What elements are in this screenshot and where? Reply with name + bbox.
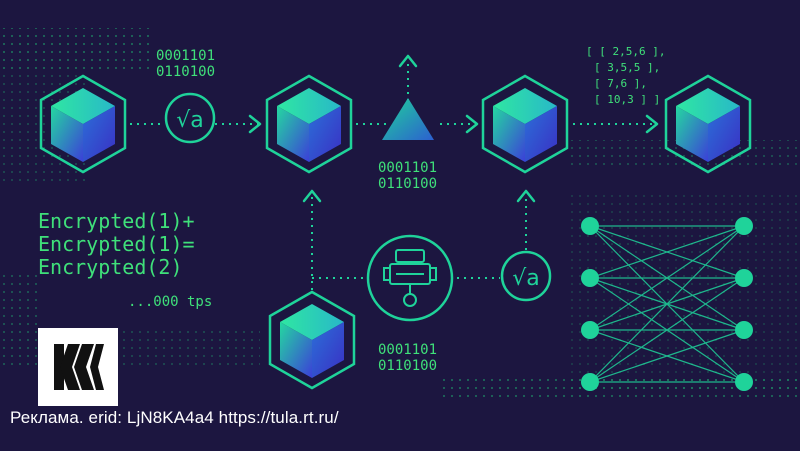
connection-lines	[130, 60, 655, 290]
sqrt-function-icon: √a	[164, 92, 216, 144]
svg-text:√a: √a	[176, 108, 204, 133]
binary-code: 0001101	[378, 160, 437, 176]
binary-code: 0001101	[378, 342, 437, 358]
neural-network-icon	[581, 217, 753, 391]
binary-code: 0110100	[156, 64, 215, 80]
cube-icon	[481, 74, 569, 174]
triangle-icon	[382, 98, 434, 140]
cube-icon	[268, 290, 356, 390]
svg-text:√a: √a	[512, 266, 540, 291]
equation-line: Encrypted(1)=	[38, 232, 195, 256]
ad-disclaimer[interactable]: Реклама. erid: LjN8KA4a4 https://tula.rt…	[10, 408, 339, 427]
equation-line: Encrypted(2)	[38, 255, 183, 279]
cube-icon	[265, 74, 353, 174]
binary-code: 0110100	[378, 176, 437, 192]
binary-code: 0110100	[378, 358, 437, 374]
logo-k-icon	[38, 328, 118, 406]
robot-database-icon	[366, 234, 454, 322]
sqrt-function-icon: √a	[500, 250, 552, 302]
matrix-text: [ 3,5,5 ],	[594, 61, 660, 74]
matrix-text: [ 10,3 ] ]	[594, 93, 660, 106]
matrix-text: [ 7,6 ],	[594, 77, 647, 90]
binary-code: 0001101	[156, 48, 215, 64]
throughput-text: ...000 tps	[128, 294, 212, 310]
equation-line: Encrypted(1)+	[38, 209, 195, 233]
matrix-text: [ [ 2,5,6 ],	[586, 45, 665, 58]
